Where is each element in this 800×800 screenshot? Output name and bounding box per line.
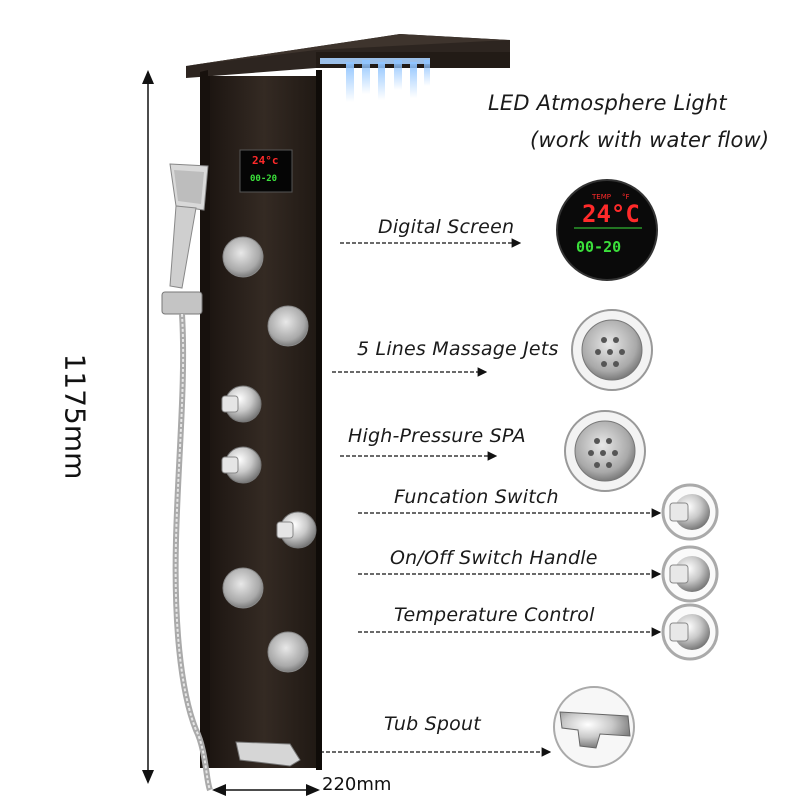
height-dimension-line xyxy=(142,70,154,784)
panel-screen-time: 00-20 xyxy=(250,174,278,184)
label-spa: High-Pressure SPA xyxy=(348,425,526,447)
label-led-line1: LED Atmosphere Light xyxy=(488,91,727,115)
massage-jet-detail xyxy=(571,309,653,391)
screen-temp-tag: TEMP xyxy=(592,193,611,201)
height-label: 1175mm xyxy=(58,353,92,480)
panel-jets xyxy=(222,236,309,673)
width-label: 220mm xyxy=(322,774,392,795)
hand-shower xyxy=(161,163,213,792)
function-switch-detail xyxy=(661,483,719,541)
label-digital-screen: Digital Screen xyxy=(378,216,515,238)
panel-tub-spout xyxy=(235,741,301,767)
panel-knobs xyxy=(221,385,317,549)
panel-digital-screen xyxy=(239,149,293,193)
label-temp-control: Temperature Control xyxy=(394,604,595,626)
pointer-lines xyxy=(320,238,662,757)
panel-screen-temp: 24°c xyxy=(252,154,279,167)
label-massage-jets: 5 Lines Massage Jets xyxy=(357,338,559,360)
label-led-line2: (work with water flow) xyxy=(530,128,770,152)
digital-screen-detail xyxy=(556,179,658,281)
screen-temperature: 24°C xyxy=(582,200,640,228)
label-onoff-handle: On/Off Switch Handle xyxy=(390,547,598,569)
onoff-handle-detail xyxy=(661,545,719,603)
label-function-switch: Funcation Switch xyxy=(394,486,559,508)
width-dimension-line xyxy=(212,784,320,796)
screen-time: 00-20 xyxy=(576,238,622,256)
spa-jet-detail xyxy=(564,410,646,492)
led-water-streams xyxy=(346,60,430,102)
screen-unit-tag: °F xyxy=(622,193,630,201)
label-tub-spout: Tub Spout xyxy=(384,713,481,735)
temperature-control-detail xyxy=(661,603,719,661)
tub-spout-detail xyxy=(553,686,635,768)
